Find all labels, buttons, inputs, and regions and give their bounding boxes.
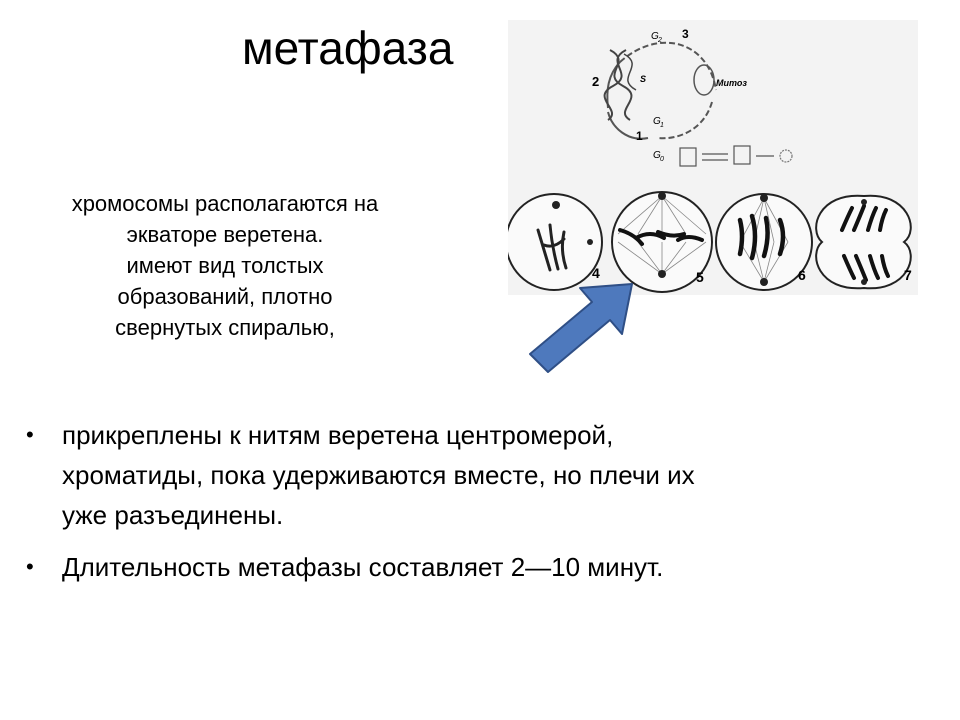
bullet-marker: • (26, 422, 34, 447)
cell-number: 4 (592, 265, 600, 281)
cell-cycle-diagram: G 2 3 2 S Митоз G 1 1 G 0 (592, 27, 793, 167)
label-g0-sub: 0 (660, 156, 664, 163)
centriole (760, 194, 768, 202)
label-g1-sub: 1 (660, 122, 664, 129)
centriole (552, 201, 560, 209)
g0-arrows (702, 153, 774, 161)
chromosomes (840, 204, 890, 282)
cell-7: 7 (815, 194, 912, 290)
intro-line: свернутых спиралью, (115, 315, 335, 340)
pointer-arrow-icon (529, 283, 633, 373)
intro-line: образований, плотно (117, 284, 333, 309)
cell-membrane (508, 193, 603, 291)
label-g2: G (651, 31, 659, 42)
label-g0: G (653, 150, 661, 161)
dna-strand (603, 49, 627, 121)
cycle-arc-right (657, 101, 713, 140)
cell-6: 6 (715, 193, 813, 291)
label-1: 1 (636, 129, 643, 143)
slide-title: метафаза (242, 22, 454, 74)
g0-cell-icon (679, 147, 697, 167)
bullet-item: • прикреплены к нитям веретена центромер… (26, 415, 926, 535)
centriole (861, 279, 867, 285)
spindle-fibers (617, 195, 707, 275)
centriole (587, 239, 593, 245)
centriole (861, 199, 867, 205)
chromosomes (618, 228, 704, 246)
bullet-line: Длительность метафазы составляет 2—10 ми… (62, 552, 664, 582)
intro-line: имеют вид толстых (126, 253, 324, 278)
label-g2-sub: 2 (657, 37, 662, 44)
bullet-line: уже разъединены. (62, 500, 284, 530)
label-s: S (640, 74, 646, 84)
spindle-icon (693, 64, 715, 96)
intro-line: хромосомы располагаются на (71, 191, 379, 216)
bullet-line: хроматиды, пока удерживаются вместе, но … (62, 460, 695, 490)
centriole (658, 270, 666, 278)
bullet-list: • прикреплены к нитям веретена центромер… (26, 415, 926, 599)
centriole (658, 192, 666, 200)
mitosis-figure: G 2 3 2 S Митоз G 1 1 G 0 4 5 (508, 20, 918, 295)
arrow-shape (529, 283, 633, 373)
cell-number: 6 (798, 267, 806, 283)
cycle-arc-bottom (607, 111, 649, 140)
g0-cell-icon (733, 145, 751, 165)
label-2: 2 (592, 74, 599, 89)
bullet-marker: • (26, 554, 34, 579)
intro-text: хромосомы располагаются на экваторе вере… (10, 188, 440, 343)
label-g1: G (653, 116, 661, 127)
label-3: 3 (682, 27, 689, 41)
intro-line: экваторе веретена. (126, 222, 324, 247)
bullet-line: прикреплены к нитям веретена центромерой… (62, 420, 614, 450)
chromosomes (536, 223, 568, 272)
centriole (760, 278, 768, 286)
bullet-item: • Длительность метафазы составляет 2—10 … (26, 547, 926, 587)
label-mitosis: Митоз (716, 78, 747, 88)
chromosomes (737, 213, 786, 261)
cell-number: 5 (696, 269, 704, 285)
cell-number: 7 (904, 267, 912, 283)
cell-membrane (815, 194, 912, 290)
cell-4: 4 (508, 193, 603, 291)
dna-strand (623, 53, 637, 91)
dna-strand (609, 49, 633, 121)
cycle-arc-top (619, 41, 717, 91)
cell-5: 5 (611, 191, 713, 293)
dead-cell-icon (779, 149, 793, 163)
